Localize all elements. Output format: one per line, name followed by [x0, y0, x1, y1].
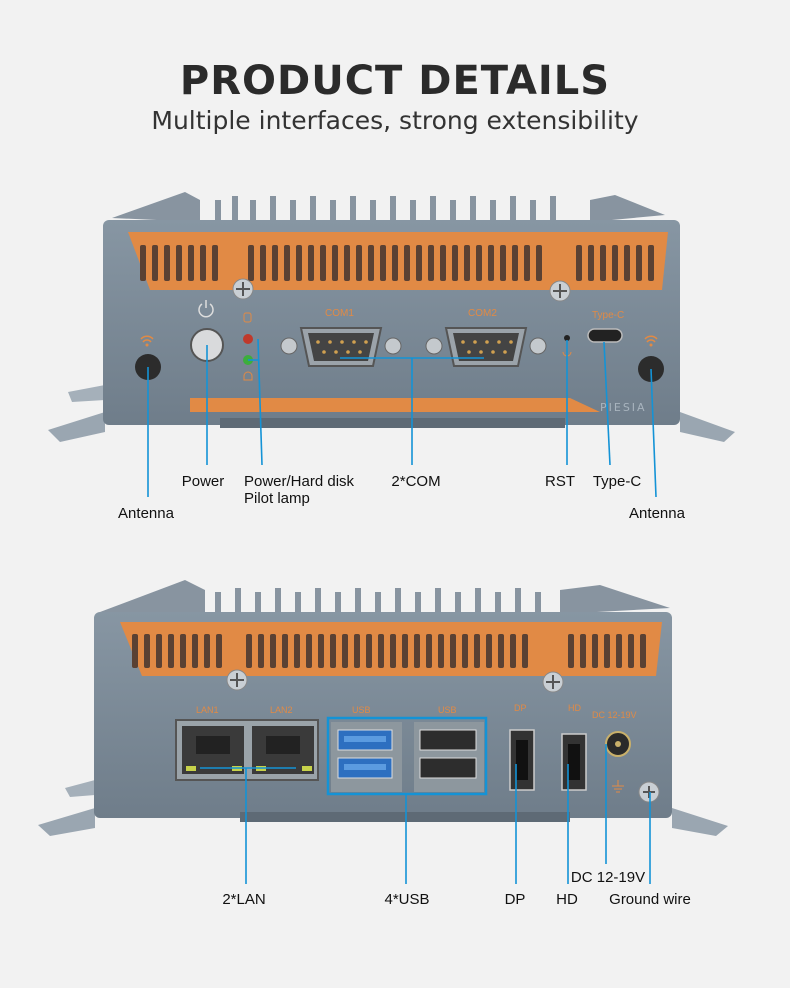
dc-jack — [605, 731, 631, 757]
callout-lan: 2*LAN — [222, 891, 266, 908]
usb-ports — [331, 722, 484, 792]
usb-a-marking: USB — [352, 705, 371, 715]
front-panel-illustration: PIESIA COM1 COM2 — [48, 192, 735, 498]
ground-icon — [612, 780, 624, 793]
brand-mark: PIESIA — [600, 401, 647, 414]
screw — [226, 669, 248, 691]
callout-power-hdd: Power/Hard disk Pilot lamp — [244, 473, 354, 507]
wifi-icon — [140, 335, 154, 343]
mount-foot — [48, 412, 105, 442]
callout-antenna-right: Antenna — [629, 505, 685, 522]
lan1-marking: LAN1 — [196, 705, 219, 715]
mount-foot — [68, 385, 105, 402]
callout-power-hdd-line2: Pilot lamp — [244, 490, 310, 507]
ground-screw — [612, 780, 660, 803]
callout-ground: Ground wire — [609, 891, 691, 908]
disk-icon — [243, 312, 252, 323]
type-c-marking: Type-C — [592, 310, 624, 321]
hd-marking: HD — [568, 703, 581, 713]
callout-rst: RST — [545, 473, 575, 490]
callout-dp: DP — [504, 891, 526, 908]
callout-hd: HD — [556, 891, 578, 908]
callout-power: Power — [181, 473, 225, 490]
hd-port — [561, 733, 587, 791]
com2-port: COM2 — [425, 308, 547, 367]
com2-marking: COM2 — [468, 308, 497, 319]
screw — [542, 671, 564, 693]
lan2-marking: LAN2 — [270, 705, 293, 715]
mount-foot — [672, 808, 728, 836]
usb-b-marking: USB — [438, 705, 457, 715]
callout-usb: 4*USB — [384, 891, 430, 908]
page-subtitle: Multiple interfaces, strong extensibilit… — [151, 106, 639, 135]
dp-port — [509, 729, 535, 791]
type-c-port: Type-C — [587, 310, 624, 343]
mount-foot — [65, 780, 95, 797]
dc-marking: DC 12-19V — [592, 710, 637, 720]
screw — [549, 280, 571, 302]
power-icon — [198, 300, 214, 318]
page-title: PRODUCT DETAILS — [179, 58, 611, 104]
mount-foot — [38, 808, 95, 836]
com1-port: COM1 — [280, 308, 402, 367]
heatsink-fins — [100, 580, 670, 614]
callout-power-hdd-line1: Power/Hard disk — [244, 473, 355, 490]
callout-type-c: Type-C — [592, 473, 642, 490]
lan-ports — [175, 719, 319, 781]
callout-antenna-left: Antenna — [118, 505, 174, 522]
callout-lines — [200, 716, 651, 884]
accent-stripe — [190, 398, 600, 412]
mount-foot — [680, 412, 735, 442]
callout-com: 2*COM — [391, 473, 441, 490]
bulb-icon — [243, 371, 253, 381]
vent-slots — [140, 245, 654, 281]
heatsink-fins — [112, 192, 665, 222]
com1-marking: COM1 — [325, 308, 354, 319]
callout-lines — [147, 338, 657, 498]
screw — [232, 278, 254, 300]
callout-dc: DC 12-19V — [570, 869, 646, 886]
dp-marking: DP — [514, 703, 527, 713]
rear-panel-illustration: LAN1 LAN2 USB USB DP HD DC 12-19V — [38, 580, 728, 884]
vent-slots — [132, 634, 646, 668]
wifi-icon — [644, 335, 658, 343]
